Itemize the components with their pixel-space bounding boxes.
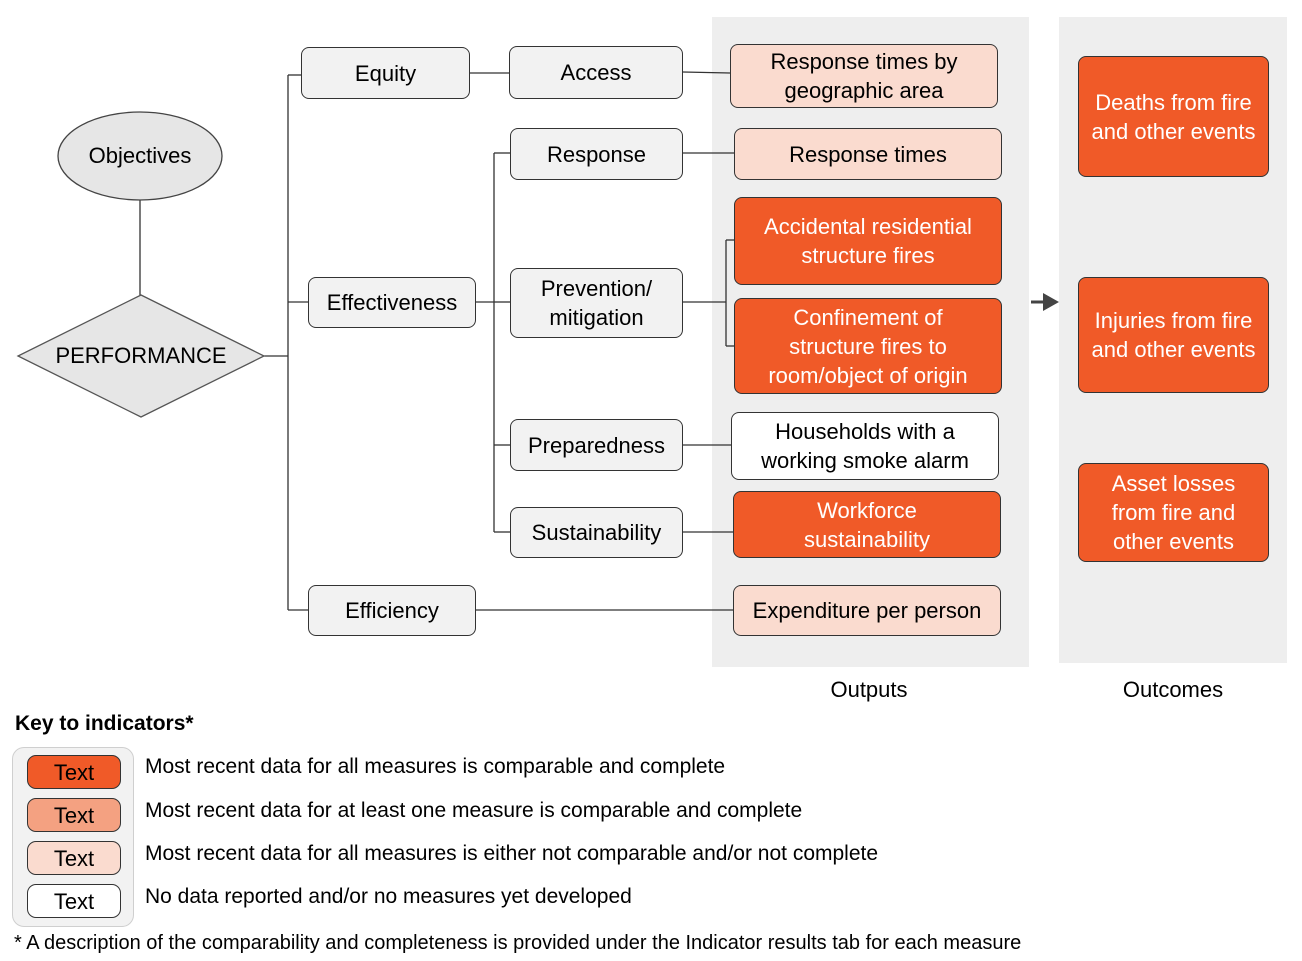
output-confinement: Confinement of structure fires to room/o… xyxy=(734,298,1002,394)
key-text-4: No data reported and/or no measures yet … xyxy=(145,885,632,908)
outcome-deaths: Deaths from fire and other events xyxy=(1078,56,1269,177)
access-node: Access xyxy=(509,46,683,99)
output-workforce: Workforce sustainability xyxy=(733,491,1001,558)
key-text-1: Most recent data for all measures is com… xyxy=(145,755,726,778)
prevention-node: Prevention/ mitigation xyxy=(510,268,683,338)
output-expenditure: Expenditure per person xyxy=(733,585,1001,636)
key-chip-dark: Text xyxy=(27,755,121,789)
key-text-2: Most recent data for at least one measur… xyxy=(145,799,803,822)
output-smoke-alarm: Households with a working smoke alarm xyxy=(731,412,999,480)
preparedness-node: Preparedness xyxy=(510,419,683,471)
outcome-injuries: Injuries from fire and other events xyxy=(1078,277,1269,393)
performance-label: PERFORMANCE xyxy=(55,343,227,368)
key-title: Key to indicators* xyxy=(15,712,194,735)
performance-diamond xyxy=(16,294,266,418)
sustainability-node: Sustainability xyxy=(510,507,683,558)
equity-node: Equity xyxy=(301,47,470,99)
outputs-label: Outputs xyxy=(830,677,908,702)
efficiency-node: Efficiency xyxy=(308,585,476,636)
outcome-assets: Asset losses from fire and other events xyxy=(1078,463,1269,562)
footnote: * A description of the comparability and… xyxy=(14,932,1022,954)
effectiveness-node: Effectiveness xyxy=(308,277,476,328)
output-response-times-geo: Response times by geographic area xyxy=(730,44,998,108)
key-chip-white: Text xyxy=(27,884,121,918)
arrow-icon xyxy=(1031,293,1059,311)
objectives-ellipse xyxy=(57,111,223,201)
key-chip-mid: Text xyxy=(27,798,121,832)
key-chip-light: Text xyxy=(27,841,121,875)
output-accidental-fires: Accidental residential structure fires xyxy=(734,197,1002,285)
key-text-3: Most recent data for all measures is eit… xyxy=(145,842,879,865)
objectives-label: Objectives xyxy=(88,143,192,168)
response-node: Response xyxy=(510,128,683,180)
output-response-times: Response times xyxy=(734,128,1002,180)
outcomes-label: Outcomes xyxy=(1122,677,1224,702)
